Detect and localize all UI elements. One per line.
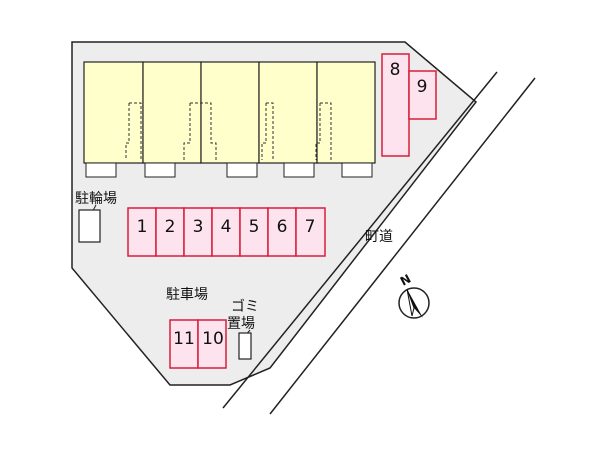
bicycle-parking-area (78, 209, 101, 243)
building-unit (316, 61, 376, 164)
garbage-area-label: 置場 (227, 316, 255, 332)
parking-space-6 (267, 207, 297, 257)
road-label: 町道 (365, 229, 393, 245)
parking-number: 9 (417, 77, 428, 97)
building-unit (258, 61, 318, 164)
entrance-steps (85, 162, 373, 178)
parking-number: 10 (202, 329, 224, 349)
road-edge-right (269, 77, 536, 415)
north-label: N (398, 272, 413, 289)
parking-space-9 (408, 70, 437, 120)
garbage-area-label: ゴミ (231, 298, 259, 315)
parking-number: 5 (249, 217, 260, 237)
parking-space-8 (381, 53, 410, 157)
car-parking-label: 駐車場 (166, 286, 208, 303)
parking-space-10 (197, 319, 227, 369)
building-unit (83, 61, 144, 164)
parking-number: 8 (390, 60, 401, 80)
entrance-step (341, 162, 373, 178)
parking-number: 2 (165, 217, 176, 237)
parking-space-7 (295, 207, 326, 257)
parking-number: 11 (173, 329, 195, 349)
parking-number: 4 (221, 217, 232, 237)
entrance-step (144, 162, 176, 178)
entrance-step (283, 162, 315, 178)
entrance-step (85, 162, 117, 178)
entrance-step (226, 162, 258, 178)
road-edge-left (222, 71, 498, 409)
bicycle-parking-label: 駐輪場 (75, 190, 117, 207)
building-unit (142, 61, 202, 164)
building-unit (200, 61, 260, 164)
garbage-area (238, 332, 252, 360)
parking-row-numbers: 1 2 3 4 5 6 7 (137, 217, 316, 237)
parking-number: 7 (305, 217, 316, 237)
parking-space-1 (127, 207, 157, 257)
north-arrow-icon: N (398, 272, 430, 319)
parking-number: 3 (193, 217, 204, 237)
parking-number: 6 (277, 217, 288, 237)
interior-dashed-lines (125, 102, 332, 160)
parking-number: 1 (137, 217, 148, 237)
